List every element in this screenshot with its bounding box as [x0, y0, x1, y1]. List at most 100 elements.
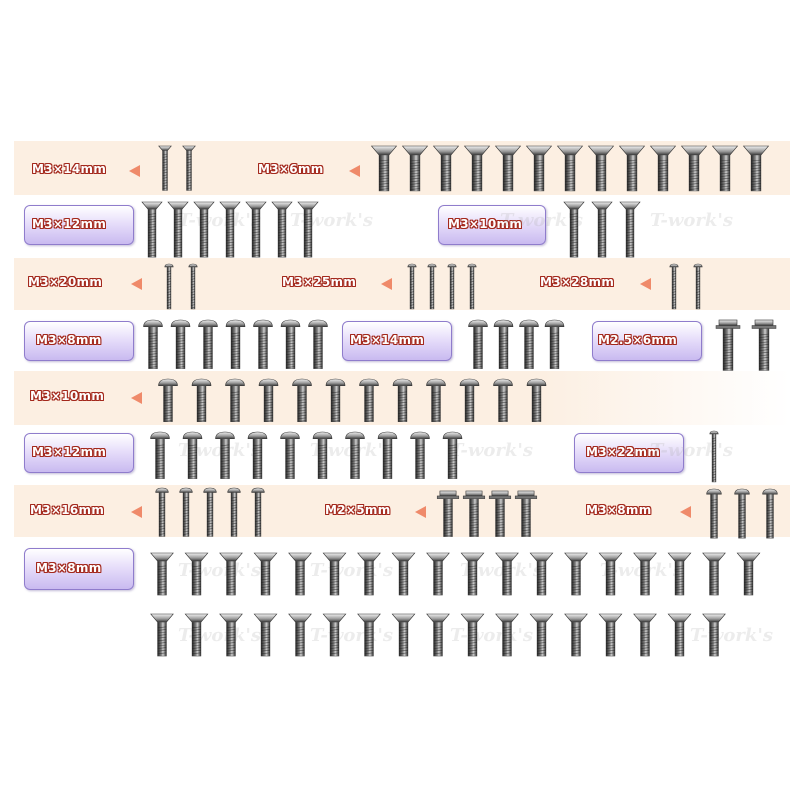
- screw-icon: [462, 490, 486, 537]
- screw-icon: [191, 378, 212, 422]
- screw-icon: [141, 201, 163, 258]
- screw-icon: [426, 613, 450, 657]
- screw-icon: [529, 552, 554, 596]
- screw-icon: [359, 378, 379, 422]
- screw-icon: [633, 552, 657, 596]
- screw-icon: [251, 487, 265, 537]
- screw-icon: [215, 431, 235, 479]
- size-label-m3x16: M3×16mm: [30, 503, 105, 517]
- arrow-icon: [415, 506, 426, 518]
- label-box: [24, 433, 134, 473]
- screw-icon: [598, 552, 623, 596]
- screw-icon: [460, 552, 485, 596]
- screw-icon: [158, 378, 178, 422]
- screw-icon: [493, 319, 514, 369]
- screw-icon: [253, 613, 278, 657]
- screw-icon: [150, 431, 170, 479]
- screw-icon: [529, 613, 554, 657]
- screw-icon: [150, 613, 174, 657]
- screw-icon: [736, 552, 761, 596]
- label-box: [592, 321, 702, 361]
- screw-icon: [297, 201, 319, 258]
- size-label-m3x20: M3×20mm: [28, 275, 103, 289]
- screw-icon: [288, 613, 312, 657]
- screw-icon: [494, 145, 522, 192]
- screw-icon: [669, 263, 679, 310]
- screw-icon: [693, 263, 703, 310]
- screw-icon: [158, 145, 172, 191]
- label-box: [574, 433, 684, 473]
- screw-icon: [618, 145, 646, 192]
- screw-icon: [667, 552, 692, 596]
- screw-icon: [182, 145, 196, 191]
- screw-icon: [460, 613, 485, 657]
- screw-icon: [271, 201, 293, 258]
- size-label-m2x5: M2×5mm: [325, 503, 391, 517]
- screw-icon: [170, 319, 191, 369]
- row-band-7: [14, 485, 790, 537]
- size-label-m3x12-b: M3×12mm: [32, 445, 107, 459]
- screw-icon: [619, 201, 641, 258]
- screw-icon: [322, 552, 347, 596]
- screw-icon: [370, 145, 398, 192]
- screw-icon: [447, 263, 457, 310]
- screw-icon: [155, 487, 169, 537]
- screw-icon: [591, 201, 613, 258]
- screw-icon: [325, 378, 346, 422]
- screw-icon: [164, 263, 174, 310]
- screw-icon: [468, 319, 488, 369]
- screw-icon: [587, 145, 615, 192]
- size-label-m3x8-c: M3×8mm: [36, 561, 102, 575]
- screw-icon: [391, 613, 416, 657]
- screw-icon: [167, 201, 189, 258]
- screw-icon: [312, 431, 333, 479]
- arrow-icon: [680, 506, 691, 518]
- size-label-m3x12: M3×12mm: [32, 217, 107, 231]
- screw-icon: [459, 378, 480, 422]
- screw-icon: [564, 552, 588, 596]
- screw-icon: [143, 319, 163, 369]
- screw-icon: [184, 552, 209, 596]
- screw-icon: [410, 431, 430, 479]
- size-label-m3x22: M3×22mm: [586, 445, 661, 459]
- screw-icon: [436, 490, 460, 537]
- screw-icon: [407, 263, 417, 310]
- screw-icon: [519, 319, 539, 369]
- screw-icon: [525, 145, 553, 192]
- screw-icon: [377, 431, 398, 479]
- screw-icon: [357, 613, 381, 657]
- row-band-3: [14, 258, 790, 310]
- screw-icon: [751, 319, 777, 371]
- screw-icon: [253, 319, 273, 369]
- screw-icon: [182, 431, 203, 479]
- screw-icon: [442, 431, 463, 479]
- label-box: [24, 321, 134, 361]
- arrow-icon: [131, 392, 142, 404]
- screw-icon: [432, 145, 460, 192]
- screw-icon: [193, 201, 215, 258]
- screw-icon: [544, 319, 565, 369]
- size-label-m3x25: M3×25mm: [282, 275, 357, 289]
- screw-icon: [563, 201, 585, 258]
- arrow-icon: [131, 506, 142, 518]
- screw-icon: [288, 552, 312, 596]
- label-box: [342, 321, 452, 361]
- screw-icon: [680, 145, 708, 192]
- screw-icon: [514, 490, 538, 537]
- screw-icon: [322, 613, 347, 657]
- screw-icon: [598, 613, 623, 657]
- arrow-icon: [131, 278, 142, 290]
- screw-icon: [227, 487, 241, 537]
- screw-icon: [426, 552, 450, 596]
- screw-icon: [702, 613, 726, 657]
- screw-icon: [742, 145, 770, 192]
- screw-icon: [280, 431, 300, 479]
- screw-icon: [426, 378, 446, 422]
- screw-icon: [495, 613, 519, 657]
- arrow-icon: [349, 165, 360, 177]
- screw-icon: [649, 145, 677, 192]
- screw-icon: [247, 431, 268, 479]
- screw-icon: [526, 378, 547, 422]
